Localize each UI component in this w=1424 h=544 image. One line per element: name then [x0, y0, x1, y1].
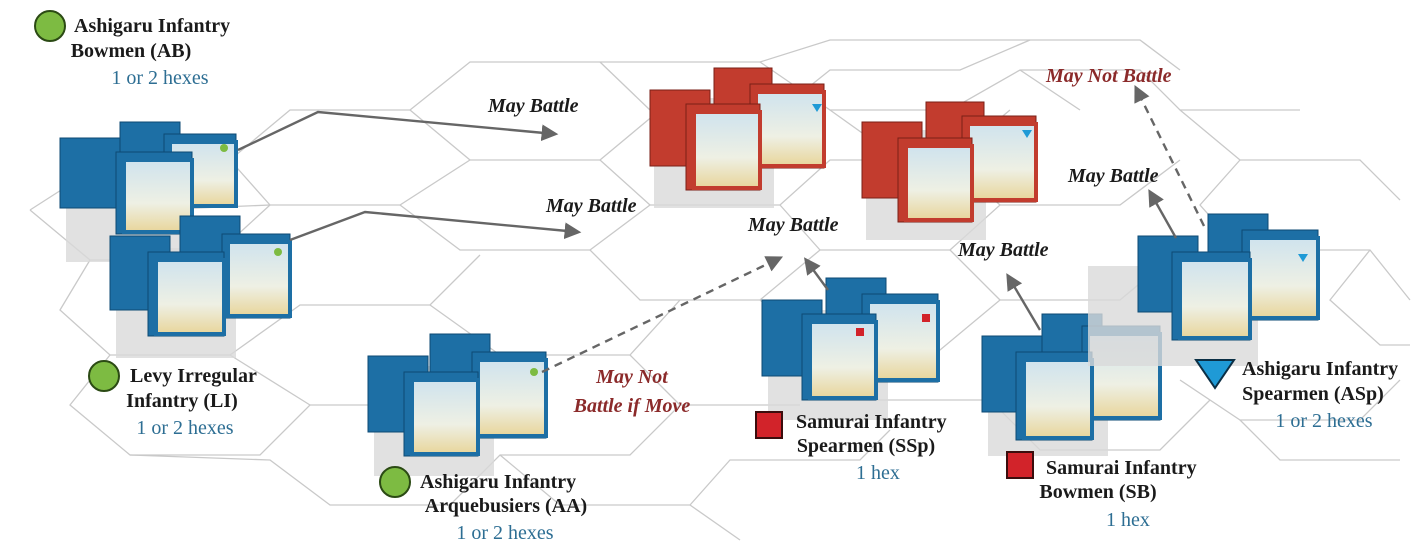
unit-movement: 1 or 2 hexes [456, 522, 553, 544]
label-ssp: Samurai Infantry Spearmen (SSp) 1 hex [796, 411, 947, 484]
asp-dashed-arrow [1134, 84, 1206, 227]
ab-move-arrow [237, 110, 559, 152]
asp-dashed-label: May Not Battle [1045, 65, 1172, 87]
blue-triangle-icon [1194, 359, 1236, 390]
ab-arrow-label: May Battle [487, 95, 579, 117]
sb-battle-arrow [1006, 273, 1042, 331]
unit-name-line: Samurai Infantry [796, 411, 947, 433]
unit-movement: 1 hex [1106, 509, 1150, 531]
label-ab: Ashigaru Infantry Bowmen (AB) 1 or 2 hex… [71, 15, 230, 89]
unit-name-line: Levy Irregular [130, 365, 257, 387]
label-sb: Samurai Infantry Bowmen (SB) 1 hex [1039, 457, 1196, 531]
unit-movement: 1 or 2 hexes [111, 67, 208, 89]
green-circle-icon [34, 10, 66, 42]
red-square-icon [1006, 451, 1034, 479]
unit-aa-blocks [367, 333, 548, 476]
unit-name-line: Infantry (LI) [126, 390, 238, 412]
asp-battle-arrow [1148, 189, 1178, 239]
unit-name-line: Arquebusiers (AA) [425, 495, 587, 517]
unit-name-line: Ashigaru Infantry [420, 471, 576, 493]
red-square-icon [755, 411, 783, 439]
label-li: Levy Irregular Infantry (LI) 1 or 2 hexe… [126, 365, 257, 439]
unit-asp-blocks [1088, 213, 1320, 366]
aa-arrow-label-line2: Battle if Move [573, 395, 691, 417]
li-arrow-label: May Battle [545, 195, 637, 217]
asp-arrow-label: May Battle [1067, 165, 1159, 187]
unit-movement: 1 or 2 hexes [1275, 410, 1372, 432]
ssp-arrow-label: May Battle [747, 214, 839, 236]
unit-name-line: Spearmen (ASp) [1242, 383, 1384, 405]
ssp-battle-arrow [804, 257, 829, 291]
unit-movement: 1 hex [856, 462, 900, 484]
unit-movement: 1 or 2 hexes [136, 417, 233, 439]
unit-name-line: Ashigaru Infantry [1242, 358, 1398, 380]
enemy-blocks-left [649, 67, 826, 208]
unit-li-blocks [109, 215, 292, 358]
li-move-arrow [289, 210, 582, 242]
arrows [237, 84, 1206, 374]
aa-arrow-label-line1: May Not [595, 366, 669, 388]
unit-name-line: Ashigaru Infantry [74, 15, 230, 37]
unit-name-line: Samurai Infantry [1046, 457, 1197, 479]
label-aa: Ashigaru Infantry Arquebusiers (AA) 1 or… [420, 471, 587, 544]
green-circle-icon [88, 360, 120, 392]
green-circle-icon [379, 466, 411, 498]
unit-name-line: Bowmen (SB) [1039, 481, 1156, 503]
sb-arrow-label: May Battle [957, 239, 1049, 261]
aa-dashed-arrow [541, 256, 784, 374]
label-asp: Ashigaru Infantry Spearmen (ASp) 1 or 2 … [1242, 358, 1398, 432]
unit-ssp-blocks [761, 277, 940, 420]
unit-name-line: Spearmen (SSp) [797, 435, 935, 457]
unit-name-line: Bowmen (AB) [71, 40, 192, 62]
enemy-blocks-right [861, 101, 1038, 240]
